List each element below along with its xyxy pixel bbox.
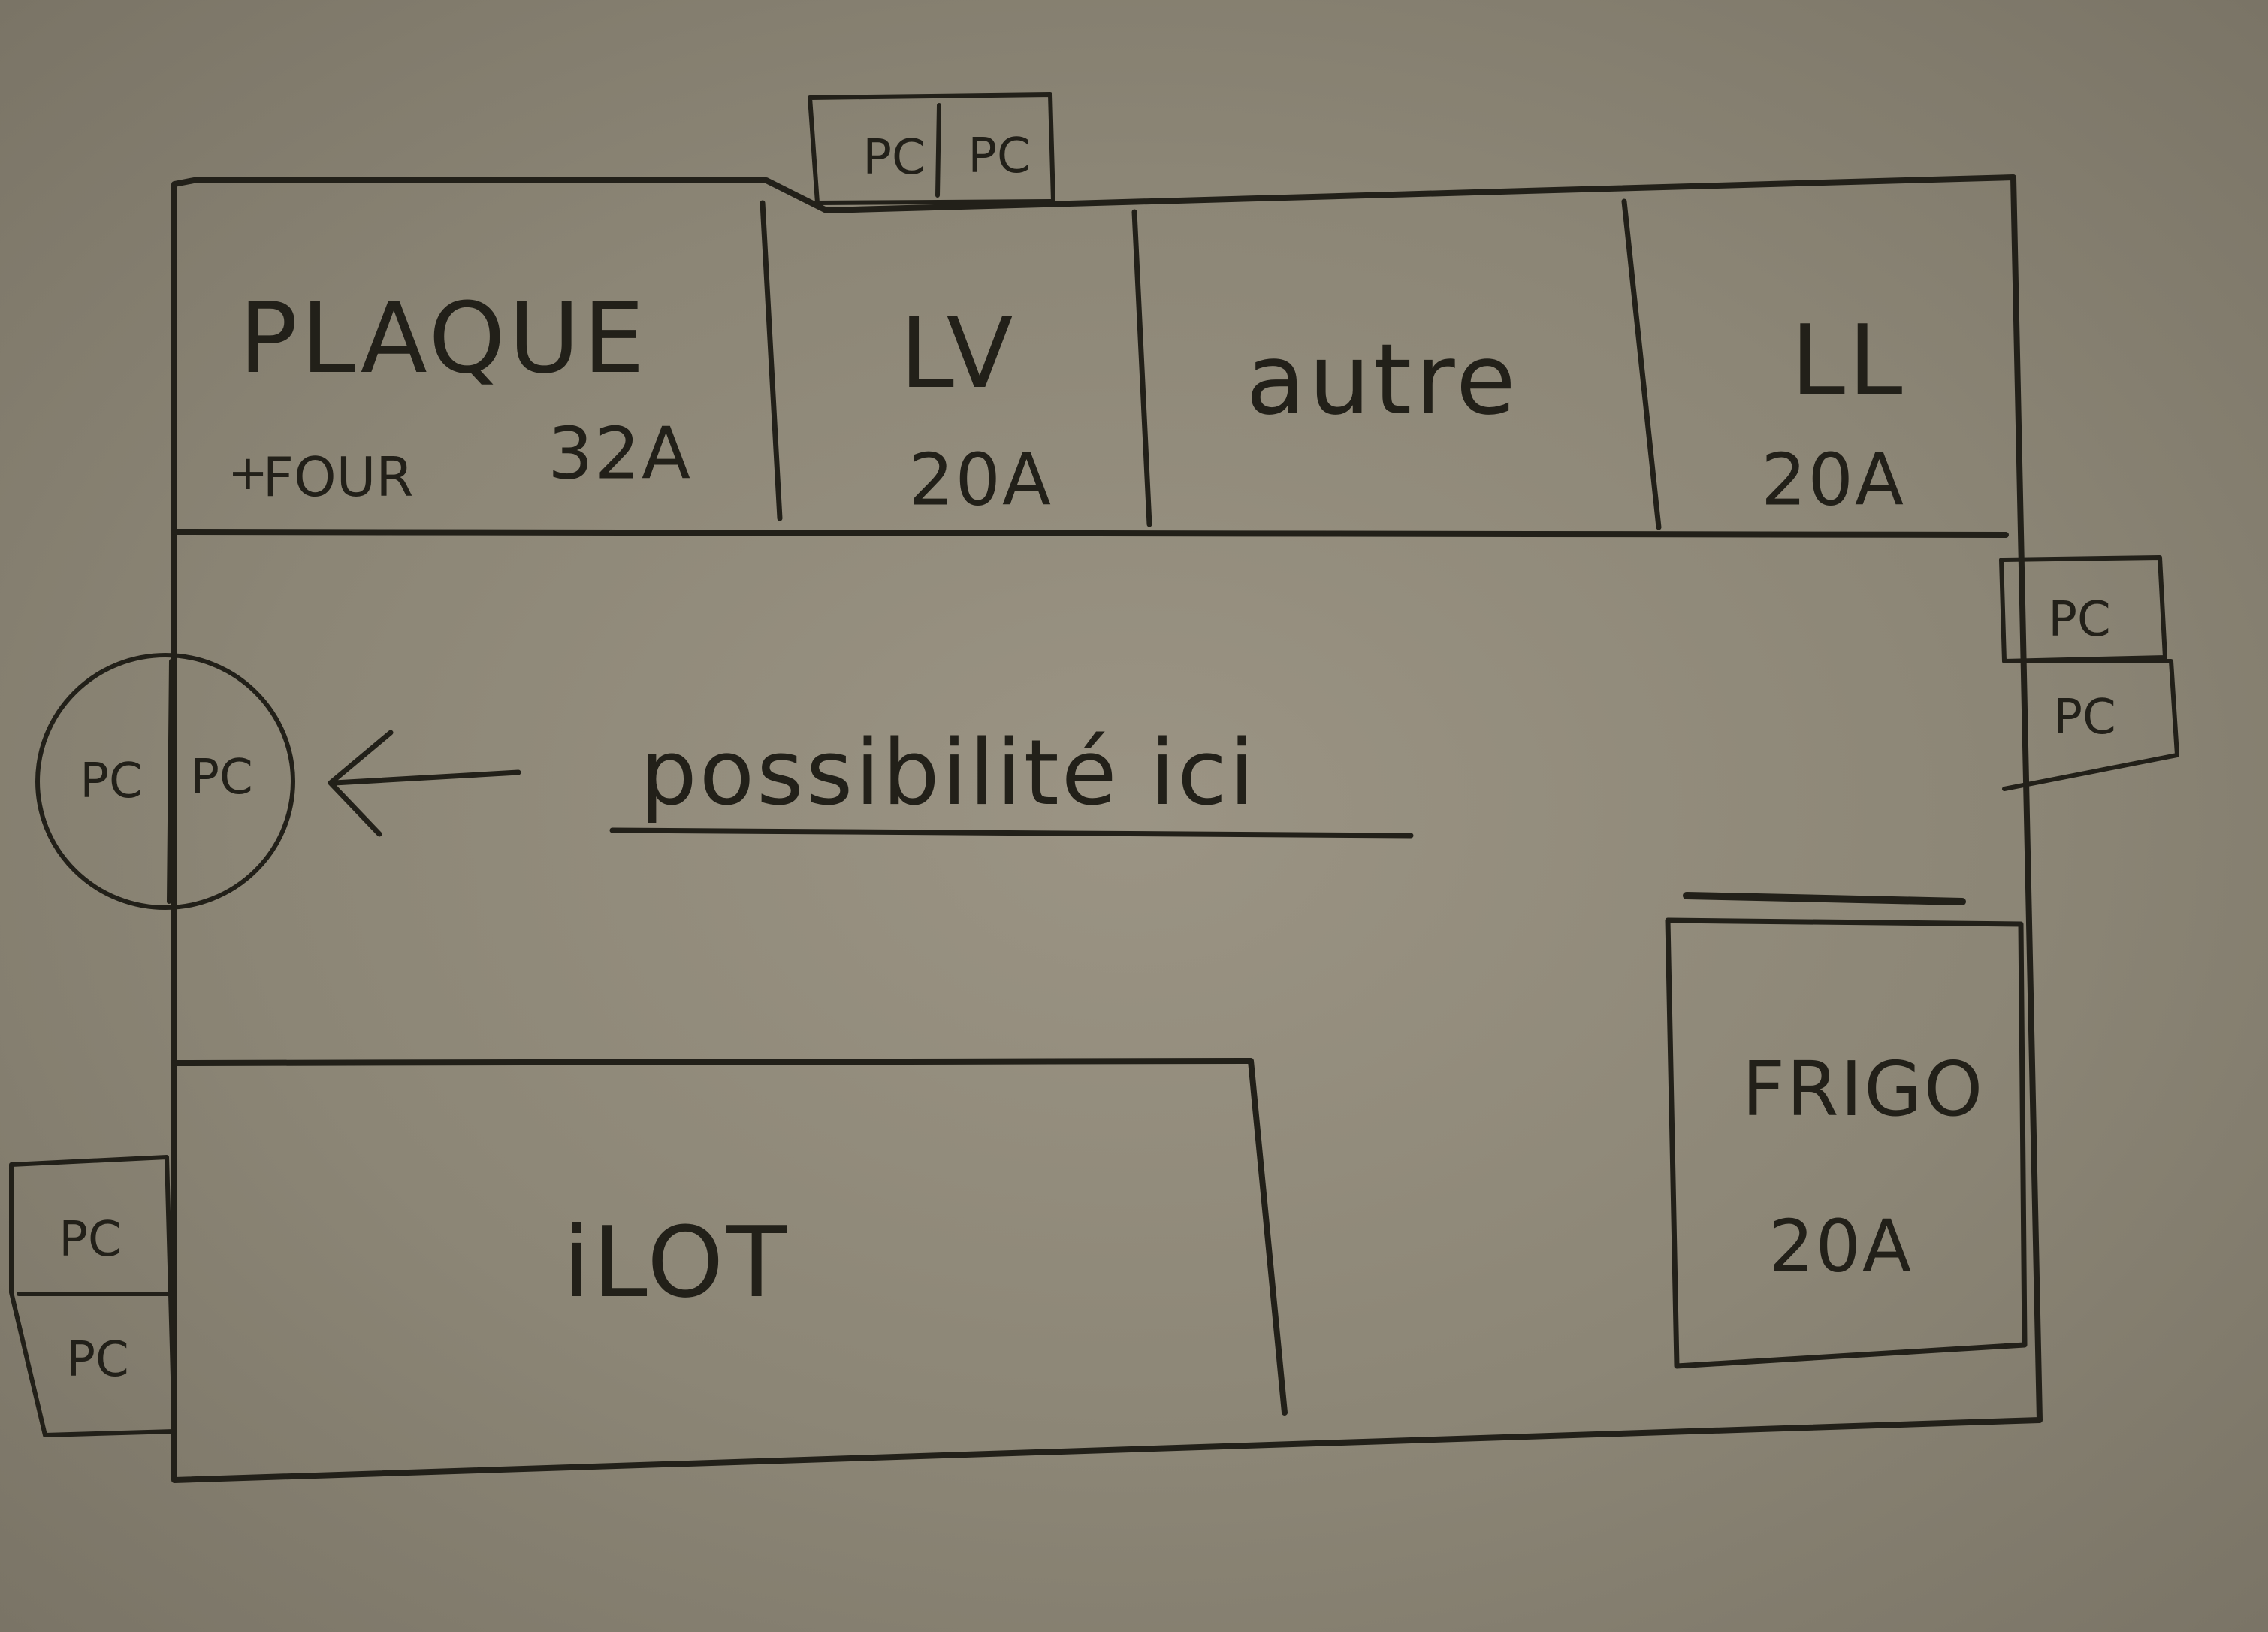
frigo-top-edge [1683,892,1966,905]
outlet-right-1: PC [2048,592,2111,648]
zone-frigo-label: FRIGO [1741,1045,1985,1133]
outlet-circled-2: PC [190,750,253,805]
top-outlet-box [808,92,1055,205]
zone-ilot-label: iLOT [563,1205,790,1319]
right-outlet-box-2 [2002,659,2179,791]
right-outlet-box-1 [1999,555,2167,663]
outlet-left-1: PC [59,1212,122,1268]
circle-divider [167,659,174,904]
frigo-outline [1665,917,2028,1369]
zone-ll-label: LL [1790,304,1906,418]
note-underline [609,827,1414,839]
arrow-head [328,730,394,837]
arrow-shaft [331,769,521,786]
zone-lv-amps: 20A [908,439,1052,522]
possibility-note: possibilité ici [639,721,1257,826]
zone-plaque-amps: 32A [548,413,692,496]
zone-frigo-amps: 20A [1768,1205,1913,1289]
top-outlet-divider [935,103,941,198]
outlet-right-2: PC [2053,690,2116,745]
outlet-top-2: PC [968,128,1031,184]
circled-outlets [35,653,295,910]
divider-autre-ll [1621,198,1662,530]
plus-sign: + [228,446,268,501]
outlet-circled-1: PC [80,754,143,809]
zone-ll-amps: 20A [1761,439,1905,522]
ilot-outline [171,1058,1288,1416]
zone-plaque-label: PLAQUE [238,281,648,395]
divider-lv-autre [1131,209,1152,527]
left-outlet-box [9,1155,177,1437]
counter-edge [171,529,2009,538]
room-outline [171,174,2043,1483]
outlet-left-2: PC [66,1332,129,1388]
zone-plaque-add-on: FOUR [262,446,414,509]
zone-lv-label: LV [899,296,1016,410]
zone-middle-label: autre [1246,322,1519,437]
outlet-top-1: PC [862,130,926,186]
divider-plaque-lv [760,200,783,521]
